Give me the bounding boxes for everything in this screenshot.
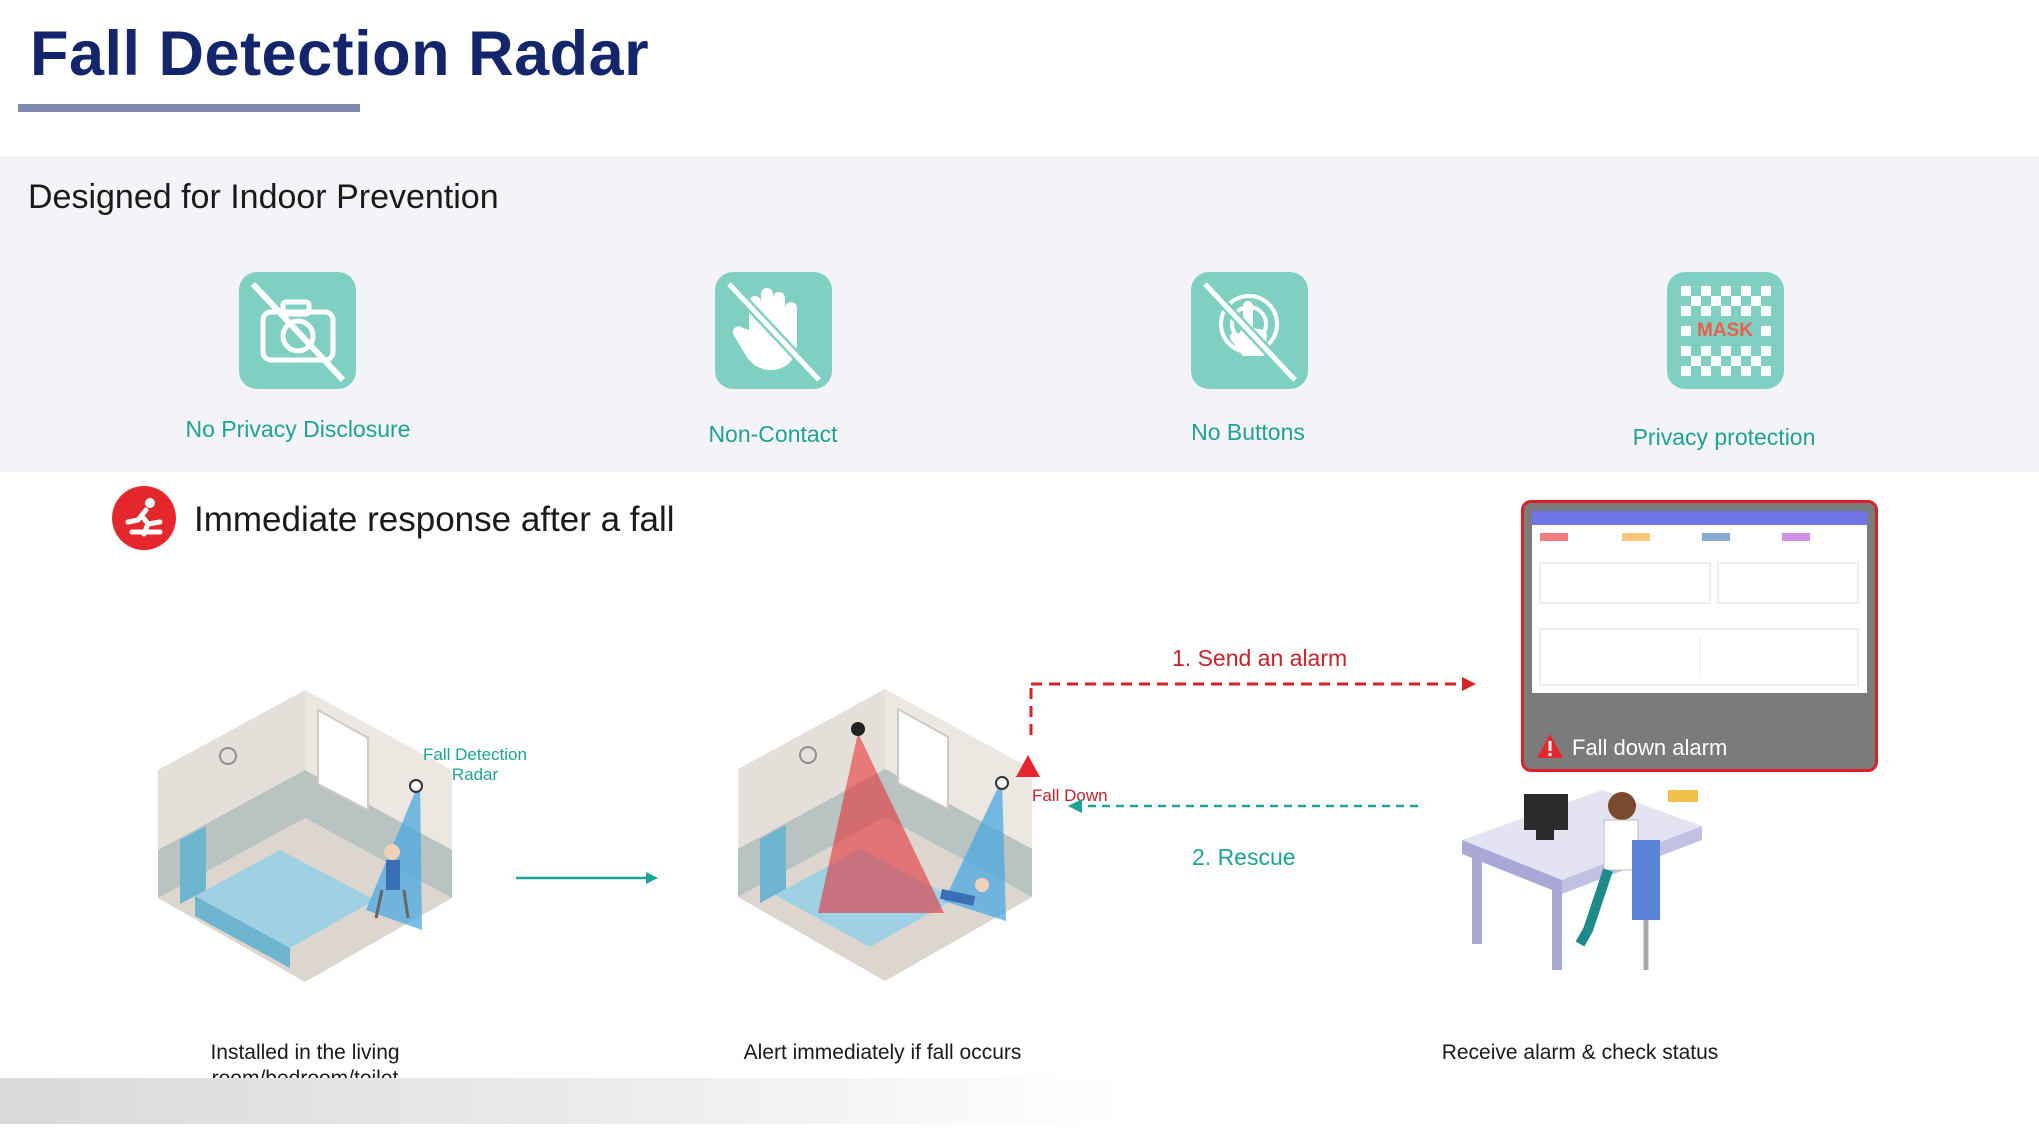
mask-pixel [1761, 366, 1771, 376]
fall-down-label: Fall Down [1032, 786, 1108, 805]
feature-label-no-buttons: No Buttons [1191, 419, 1305, 445]
footer-gradient-bar [0, 1078, 1120, 1124]
mask-pixel [1741, 366, 1751, 376]
mask-pixel [1741, 306, 1751, 316]
mask-pixel-icon: MASK [1667, 272, 1784, 389]
no-touch-hand-icon [715, 272, 832, 389]
mask-pixel [1721, 286, 1731, 296]
mask-pixel [1761, 326, 1771, 336]
mask-pixel [1701, 286, 1711, 296]
no-camera-icon [239, 272, 356, 389]
room-illustration-installed [158, 690, 452, 982]
response-heading: Immediate response after a fall [194, 500, 675, 539]
mask-pixel [1681, 306, 1691, 316]
feature-label-non-contact: Non-Contact [708, 421, 838, 447]
mask-pixel [1721, 346, 1731, 356]
mask-pixel [1701, 306, 1711, 316]
mask-icon-text: MASK [1697, 320, 1753, 341]
send-alarm-label: 1. Send an alarm [1172, 645, 1348, 671]
rescue-label: 2. Rescue [1192, 844, 1296, 870]
mask-pixel [1721, 306, 1731, 316]
mask-pixel [1751, 296, 1761, 306]
prevention-heading: Designed for Indoor Prevention [28, 178, 499, 216]
step-caption-alert: Alert immediately if fall occurs [743, 1041, 1022, 1064]
mask-pixel [1681, 326, 1691, 336]
mask-pixel [1751, 356, 1761, 366]
mask-pixel [1731, 296, 1741, 306]
page-title: Fall Detection Radar [30, 19, 650, 89]
mask-pixel [1721, 366, 1731, 376]
title-underline [18, 104, 360, 112]
mask-pixel [1691, 296, 1701, 306]
mask-pixel [1711, 356, 1721, 366]
falling-person-icon [112, 486, 176, 550]
mask-pixel [1761, 306, 1771, 316]
mask-pixel [1761, 286, 1771, 296]
mask-pixel [1701, 366, 1711, 376]
no-button-press-icon [1191, 272, 1308, 389]
feature-label-no-privacy-disclosure: No Privacy Disclosure [185, 416, 411, 442]
step-caption-receive-alarm: Receive alarm & check status [1441, 1041, 1719, 1064]
mask-pixel [1701, 346, 1711, 356]
warning-triangle-icon [1537, 734, 1563, 758]
mask-pixel [1681, 286, 1691, 296]
dashboard-content [1532, 511, 1867, 686]
mask-pixel [1711, 296, 1721, 306]
alarm-screen-card: Fall down alarm [1521, 500, 1878, 772]
mask-pixel [1691, 356, 1701, 366]
room-illustration-fall-alert [738, 689, 1040, 981]
step-caption-installed-line1: Installed in the living [210, 1041, 400, 1064]
mask-pixel [1761, 346, 1771, 356]
fall-down-alarm-label: Fall down alarm [1572, 735, 1728, 760]
mask-pixel [1731, 356, 1741, 366]
feature-label-privacy-protection: Privacy protection [1632, 424, 1816, 450]
mask-pixel [1741, 346, 1751, 356]
mask-pixel [1681, 366, 1691, 376]
operator-desk-illustration [1462, 790, 1702, 970]
mask-pixel [1681, 346, 1691, 356]
monitoring-dashboard-screenshot [1532, 511, 1867, 693]
fall-detection-radar-label: Fall Detection Radar [423, 745, 527, 784]
mask-pixel [1741, 286, 1751, 296]
